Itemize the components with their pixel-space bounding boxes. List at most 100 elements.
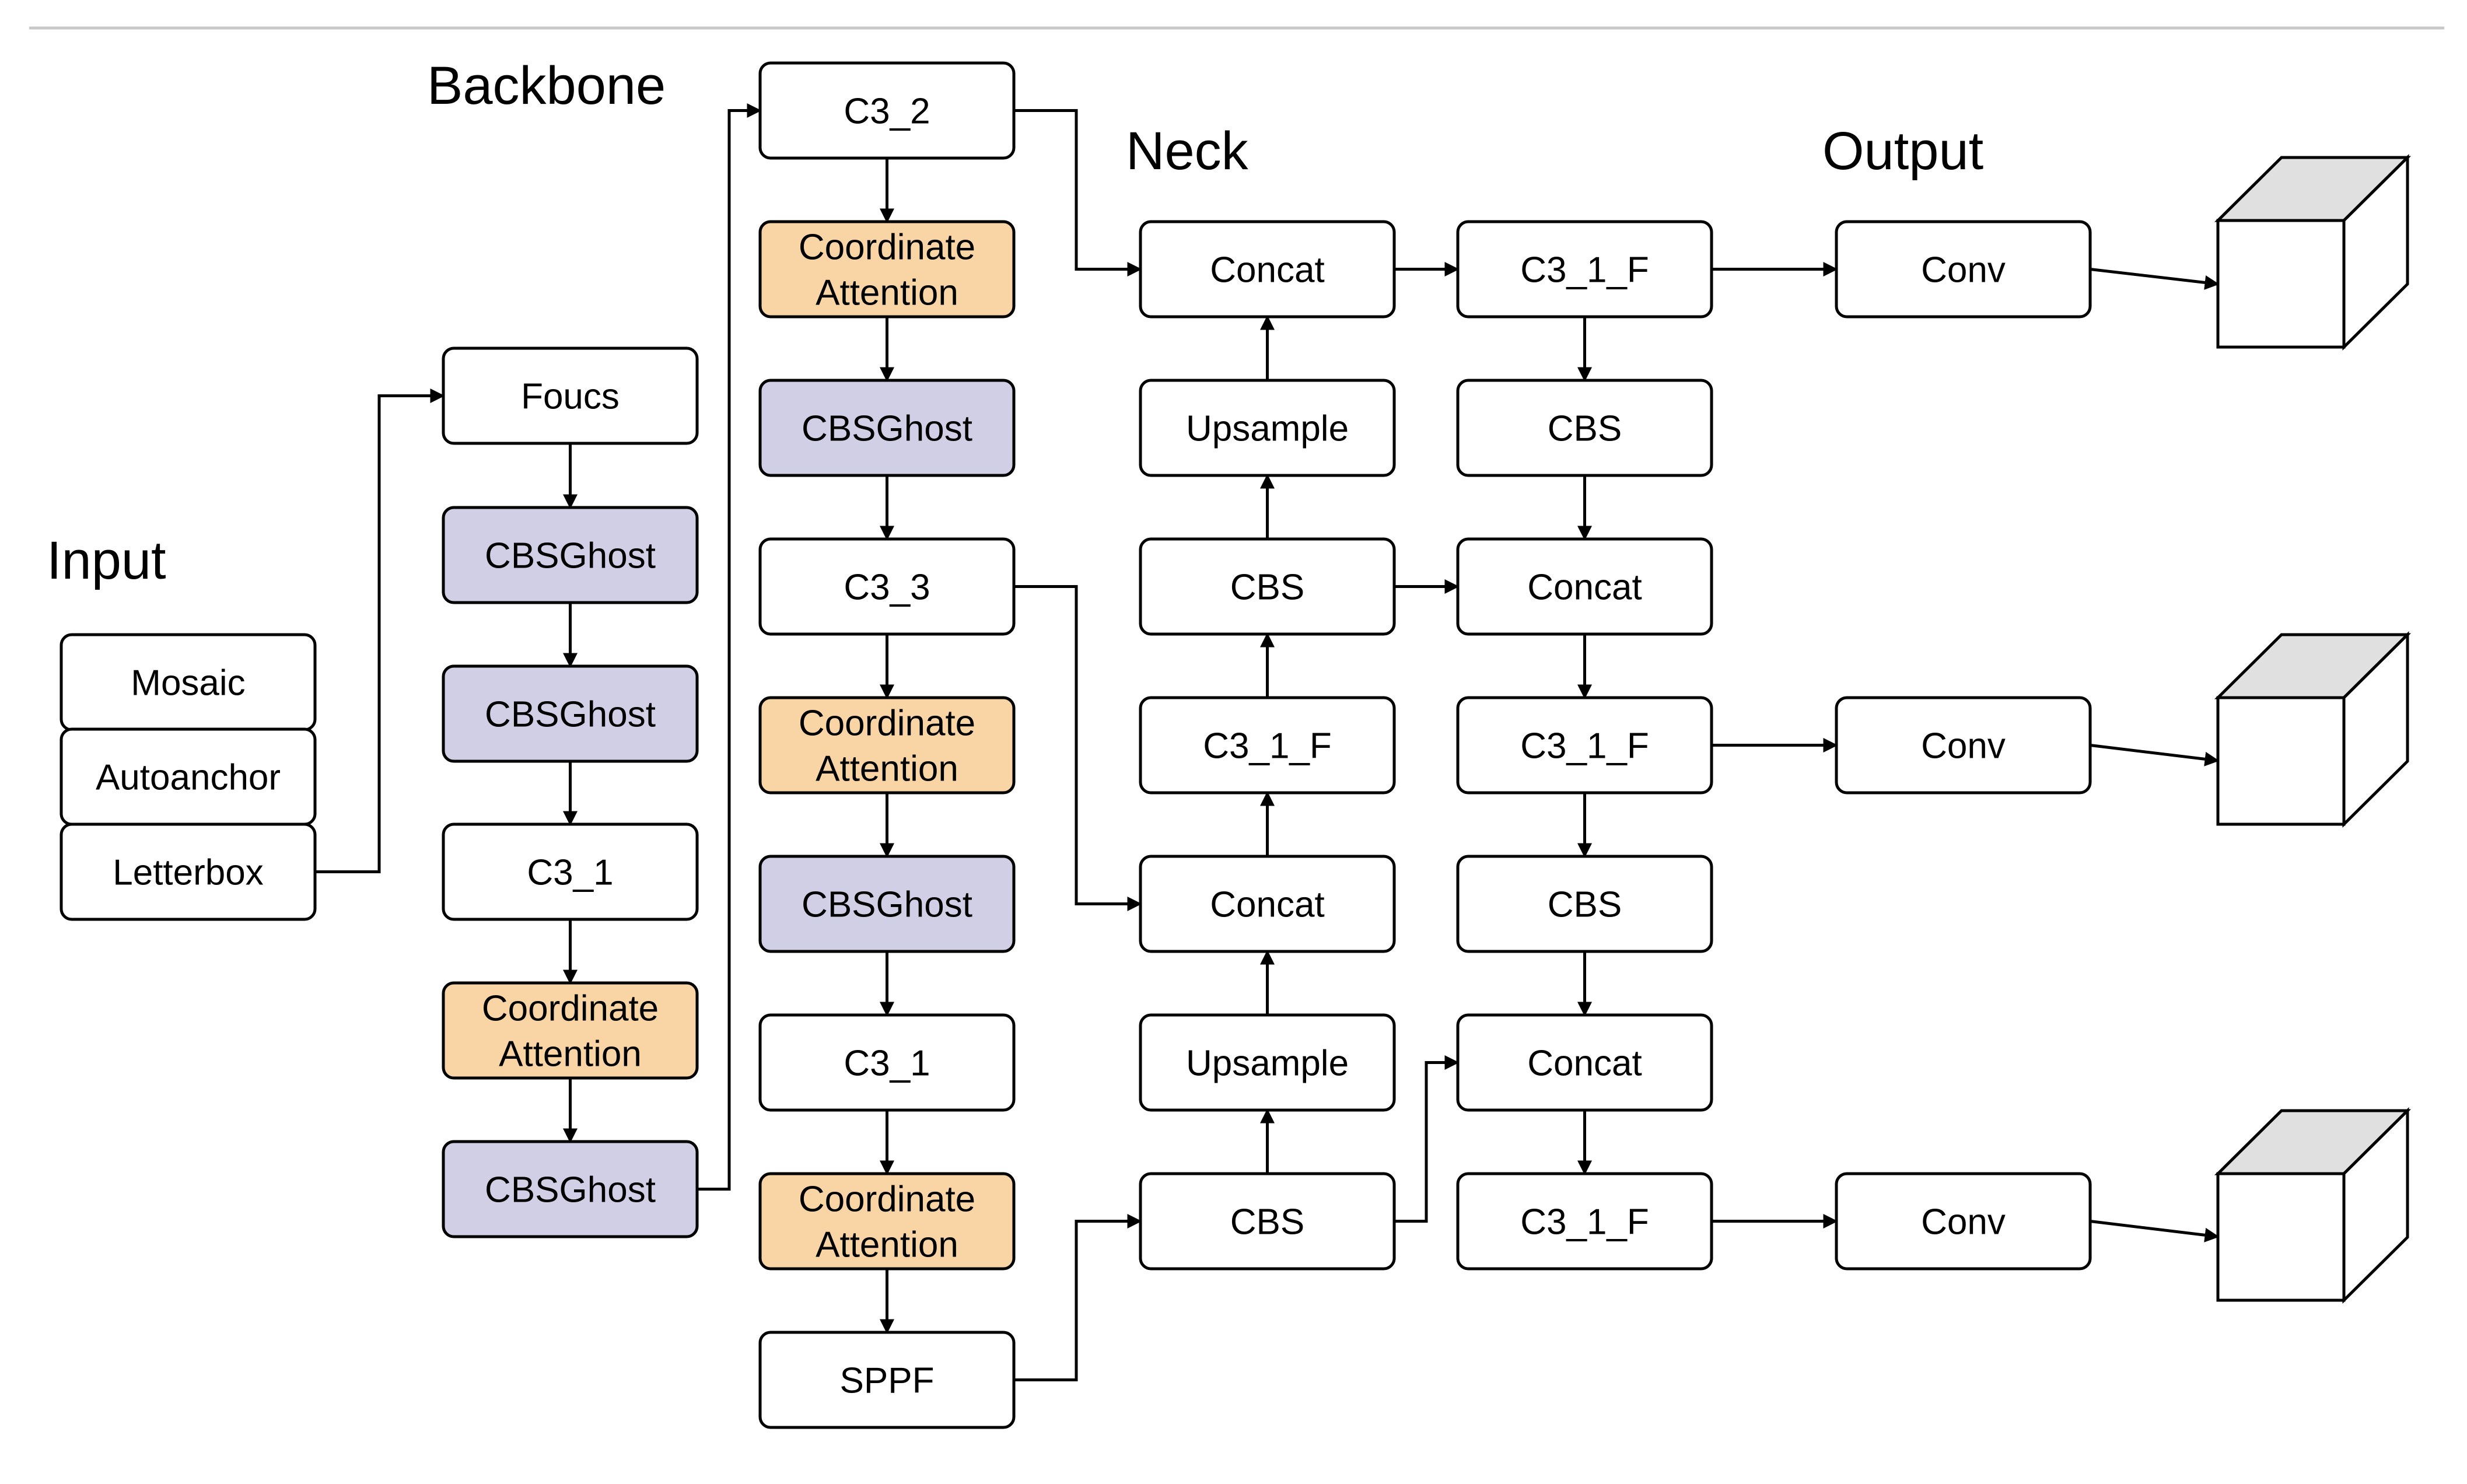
node-box bbox=[1456, 537, 1713, 636]
node-label: Conv bbox=[1921, 250, 2006, 290]
node-label: Concat bbox=[1210, 885, 1324, 925]
node-label: Letterbox bbox=[113, 853, 264, 893]
node-label: Concat bbox=[1527, 1044, 1642, 1084]
node-conv-mid: Conv bbox=[1835, 696, 2092, 794]
edge-letterbox-to-foucs bbox=[315, 388, 445, 873]
node-n1-upsample-top: Upsample bbox=[1139, 379, 1396, 477]
output-title: Output bbox=[1822, 121, 1983, 181]
node-box bbox=[442, 664, 699, 763]
node-label: C3_1_F bbox=[1520, 1202, 1649, 1242]
node-box bbox=[442, 346, 699, 445]
node-box bbox=[1139, 696, 1396, 794]
node-box bbox=[442, 822, 699, 921]
node-box bbox=[1835, 220, 2092, 318]
node-autoanchor: Autoanchor bbox=[60, 727, 317, 826]
node-box bbox=[758, 537, 1016, 636]
node-label: C3_1_F bbox=[1203, 726, 1332, 766]
node-box bbox=[1139, 1172, 1396, 1270]
node-label: C3_2 bbox=[844, 92, 930, 132]
connector-lines bbox=[315, 103, 2220, 1381]
node-n2-concat-top: Concat bbox=[1456, 537, 1713, 636]
node-b2-ghost2: CBSGhost bbox=[758, 855, 1016, 953]
node-label: Upsample bbox=[1186, 1044, 1349, 1084]
node-n2-concat-bot: Concat bbox=[1456, 1013, 1713, 1112]
node-box bbox=[758, 1013, 1016, 1112]
node-label: C3_3 bbox=[844, 568, 930, 608]
node-b1-c3-1: C3_1 bbox=[442, 822, 699, 921]
node-box bbox=[60, 822, 317, 921]
node-label: CBS bbox=[1548, 409, 1622, 449]
node-box bbox=[1139, 537, 1396, 636]
node-b2-c3-1: C3_1 bbox=[758, 1013, 1016, 1112]
node-sppf: SPPF bbox=[758, 1331, 1016, 1429]
node-conv-top: Conv bbox=[1835, 220, 2092, 318]
node-box bbox=[1835, 696, 2092, 794]
node-label: CBSGhost bbox=[802, 885, 972, 925]
backbone-title: Backbone bbox=[427, 56, 666, 116]
edge-conv-mid-to-output-cube bbox=[2090, 744, 2220, 766]
edge-b2-c3-2-to-n1-concat-top bbox=[1014, 109, 1142, 276]
node-box bbox=[758, 61, 1016, 160]
node-n1-upsample-bot: Upsample bbox=[1139, 1013, 1396, 1112]
node-label: C3_1 bbox=[527, 853, 613, 893]
node-box bbox=[1835, 1172, 2092, 1270]
node-n1-cbs-bot: CBS bbox=[1139, 1172, 1396, 1270]
node-box bbox=[758, 696, 1016, 794]
node-label: Concat bbox=[1527, 568, 1642, 608]
node-n1-c3f: C3_1_F bbox=[1139, 696, 1396, 794]
node-label: Foucs bbox=[521, 377, 620, 417]
node-label: CBS bbox=[1230, 568, 1304, 608]
edge-sppf-to-n1-cbs-bot bbox=[1014, 1214, 1142, 1381]
node-b2-ghost1: CBSGhost bbox=[758, 379, 1016, 477]
node-b1-ghost2: CBSGhost bbox=[442, 664, 699, 763]
node-n2-cbs-top: CBS bbox=[1456, 379, 1713, 477]
diagram-nodes: MosaicAutoanchorLetterboxFoucsCBSGhostCB… bbox=[60, 61, 2092, 1429]
output-cube-middle-icon bbox=[2214, 631, 2412, 828]
node-box bbox=[442, 981, 699, 1080]
node-label: CBSGhost bbox=[485, 1170, 656, 1210]
node-label: SPPF bbox=[840, 1361, 935, 1401]
node-box bbox=[1456, 1013, 1713, 1112]
node-label: C3_1_F bbox=[1520, 250, 1649, 290]
node-label: Mosaic bbox=[131, 663, 245, 704]
output-cube-bottom-icon bbox=[2214, 1107, 2412, 1304]
node-box bbox=[758, 1331, 1016, 1429]
node-label: CBSGhost bbox=[802, 409, 972, 449]
node-label: CBSGhost bbox=[485, 695, 656, 735]
node-n2-c3f-top: C3_1_F bbox=[1456, 220, 1713, 318]
edge-n1-cbs-bot-to-n2-concat-bot bbox=[1394, 1055, 1460, 1223]
input-title: Input bbox=[47, 531, 166, 590]
node-label: Conv bbox=[1921, 1202, 2006, 1242]
edge-conv-bot-to-output-cube bbox=[2090, 1220, 2220, 1242]
node-box bbox=[758, 220, 1016, 318]
edge-conv-top-to-output-cube bbox=[2090, 268, 2220, 290]
node-b1-ghost3: CBSGhost bbox=[442, 1140, 699, 1238]
node-b2-c3-3: C3_3 bbox=[758, 537, 1016, 636]
node-box bbox=[1139, 220, 1396, 318]
neck-title: Neck bbox=[1126, 121, 1249, 181]
edge-b2-c3-3-to-n1-concat-mid bbox=[1014, 585, 1142, 911]
node-label: C3_1 bbox=[844, 1044, 930, 1084]
node-letterbox: Letterbox bbox=[60, 822, 317, 921]
node-n2-c3f-bot: C3_1_F bbox=[1456, 1172, 1713, 1270]
node-foucs: Foucs bbox=[442, 346, 699, 445]
node-n2-c3f-mid: C3_1_F bbox=[1456, 696, 1713, 794]
node-box bbox=[442, 1140, 699, 1238]
node-box bbox=[1139, 1013, 1396, 1112]
node-n1-concat-mid: Concat bbox=[1139, 855, 1396, 953]
node-box bbox=[1456, 855, 1713, 953]
node-n1-cbs-top: CBS bbox=[1139, 537, 1396, 636]
node-b1-ghost1: CBSGhost bbox=[442, 506, 699, 604]
node-box bbox=[758, 855, 1016, 953]
node-box bbox=[1139, 379, 1396, 477]
node-box bbox=[1456, 220, 1713, 318]
node-box bbox=[442, 506, 699, 604]
node-label: CBS bbox=[1548, 885, 1622, 925]
node-label: Autoanchor bbox=[96, 758, 281, 798]
node-label: CBS bbox=[1230, 1202, 1304, 1242]
node-label: Upsample bbox=[1186, 409, 1349, 449]
output-cubes bbox=[2214, 154, 2412, 1304]
